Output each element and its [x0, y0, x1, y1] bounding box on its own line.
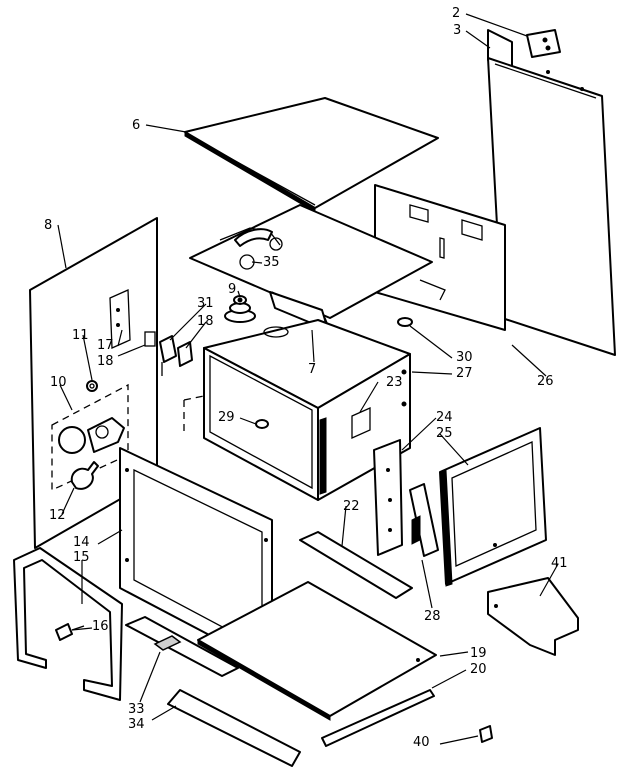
callout-18-lower: 18 [97, 354, 114, 369]
part-28-hinge [409, 483, 439, 557]
callout-10: 10 [50, 375, 67, 390]
callout-29: 29 [218, 410, 235, 425]
part-6-top-panel [184, 97, 439, 213]
callout-27: 27 [456, 366, 473, 381]
callout-12: 12 [49, 508, 66, 523]
callout-15: 15 [73, 550, 90, 565]
part-26-rear-panel [487, 57, 616, 356]
callout-23: 23 [386, 375, 403, 390]
callout-17: 17 [97, 338, 114, 353]
callout-35: 35 [263, 255, 280, 270]
callout-11: 11 [72, 328, 89, 343]
part-10-selector-switch [51, 383, 129, 492]
callout-3: 3 [453, 23, 462, 38]
part-11-knob-nut [86, 380, 98, 392]
part-15-door-gasket [13, 547, 123, 701]
callout-8: 8 [44, 218, 53, 233]
leader-lines [57, 13, 559, 745]
part-30-plug [397, 317, 413, 327]
part-16-screw [55, 623, 85, 641]
callout-18-upper: 18 [197, 314, 214, 329]
callout-22: 22 [343, 499, 360, 514]
part-12-lamp [70, 461, 99, 490]
part-20-rail [321, 689, 435, 747]
callout-28: 28 [424, 609, 441, 624]
callout-14: 14 [73, 535, 90, 550]
callout-40: 40 [413, 735, 430, 750]
callout-30: 30 [456, 350, 473, 365]
part-25-right-side-panel [439, 427, 547, 587]
callout-24: 24 [436, 410, 453, 425]
part-22-rail [299, 531, 413, 599]
callout-41: 41 [551, 556, 568, 571]
callout-7: 7 [308, 362, 317, 377]
callout-6: 6 [132, 118, 141, 133]
callout-26: 26 [537, 374, 554, 389]
callout-16: 16 [92, 619, 109, 634]
part-41-trim [487, 577, 579, 656]
callout-34: 34 [128, 717, 145, 732]
oven-cavity [183, 319, 411, 501]
part-34-rail [167, 689, 301, 767]
callout-2: 2 [452, 6, 461, 21]
part-2-hinge-bracket [526, 29, 561, 58]
part-31-switch [159, 335, 177, 376]
part-18-clip [177, 341, 193, 367]
callout-19: 19 [470, 646, 487, 661]
part-24-support-bracket [373, 439, 403, 556]
part-33-vent [125, 616, 239, 677]
part-40-clip [479, 725, 493, 743]
part-19-bottom-panel [197, 581, 437, 721]
part-9-thermostat [224, 295, 256, 323]
callout-9: 9 [228, 282, 237, 297]
callout-25: 25 [436, 426, 453, 441]
callout-20: 20 [470, 662, 487, 677]
callout-31: 31 [197, 296, 214, 311]
callout-33: 33 [128, 702, 145, 717]
